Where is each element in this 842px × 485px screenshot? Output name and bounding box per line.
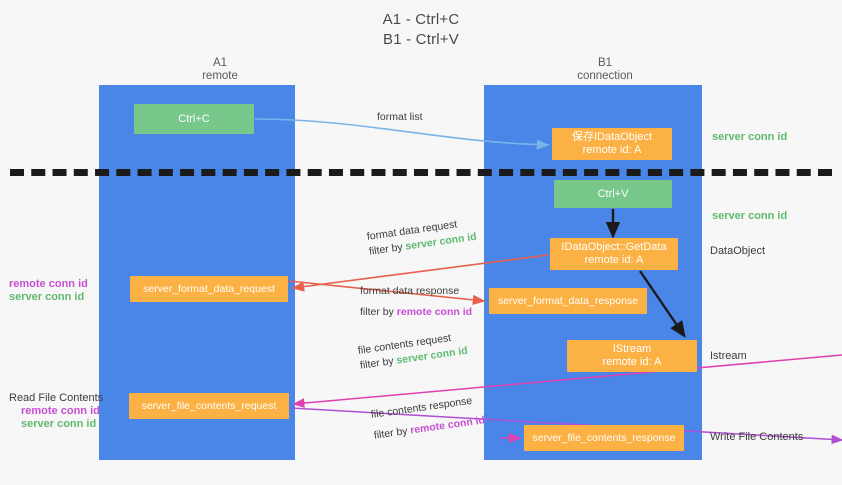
column-a1-name: A1 bbox=[212, 57, 228, 69]
label-format-data-response-title: format data response bbox=[360, 285, 460, 297]
note-left-server-conn-id: server conn id bbox=[9, 291, 85, 303]
column-b1-name: B1 bbox=[597, 57, 613, 69]
node-istream-label: IStream bbox=[612, 343, 652, 355]
label-format-data-request: format data request filter by server con… bbox=[366, 215, 478, 260]
label-file-contents-response: file contents response filter by remote … bbox=[370, 392, 486, 443]
note-right-write-file-contents: Write File Contents bbox=[710, 431, 804, 443]
label-format-list: format list bbox=[377, 111, 423, 123]
note-right-server-conn-id-top: server conn id bbox=[712, 131, 788, 143]
filter-prefix: filter by bbox=[359, 354, 398, 372]
label-file-contents-request: file contents request filter by server c… bbox=[357, 329, 469, 374]
column-header-b1: B1 connection bbox=[505, 57, 705, 83]
node-istream[interactable]: IStream remote id: A bbox=[567, 340, 697, 372]
note-left-remote-conn-id-lower: remote conn id bbox=[21, 405, 100, 417]
title-line-1: A1 - Ctrl+C bbox=[382, 11, 460, 28]
node-server-file-contents-response[interactable]: server_file_contents_response bbox=[524, 425, 684, 451]
node-server-file-contents-request[interactable]: server_file_contents_request bbox=[129, 393, 289, 419]
filter-prefix: filter by bbox=[368, 240, 407, 258]
column-a1-role: remote bbox=[202, 70, 238, 82]
node-idataobject-getdata-sublabel: remote id: A bbox=[584, 254, 644, 266]
note-left-conn-ids-upper: remote conn id server conn id bbox=[9, 278, 88, 304]
node-ctrl-c[interactable]: Ctrl+C bbox=[134, 104, 254, 134]
node-ctrl-v-label: Ctrl+V bbox=[597, 187, 629, 200]
column-b1-role: connection bbox=[577, 70, 633, 82]
note-right-istream: Istream bbox=[710, 350, 747, 362]
node-server-file-contents-request-label: server_file_contents_request bbox=[141, 399, 277, 412]
note-left-remote-conn-id: remote conn id bbox=[9, 278, 88, 290]
node-idataobject-getdata[interactable]: IDataObject::GetData remote id: A bbox=[550, 238, 678, 270]
label-format-data-response: format data response filter by remote co… bbox=[360, 284, 472, 320]
node-server-format-data-request-label: server_format_data_request bbox=[143, 282, 275, 295]
note-left-server-conn-id-lower: server conn id bbox=[21, 418, 97, 430]
node-server-format-data-response-label: server_format_data_response bbox=[497, 294, 639, 307]
column-header-a1: A1 remote bbox=[120, 57, 320, 83]
filter-prefix: filter by bbox=[373, 424, 412, 442]
title-line-2: B1 - Ctrl+V bbox=[383, 31, 459, 48]
node-ctrl-c-label: Ctrl+C bbox=[178, 112, 210, 125]
node-istream-sublabel: remote id: A bbox=[602, 356, 662, 368]
filter-prefix: filter by bbox=[360, 306, 397, 318]
node-idataobject-label: 保存IDataObject bbox=[571, 131, 653, 143]
filter-key-remote-conn-id: remote conn id bbox=[409, 414, 486, 437]
note-left-read-file-contents: Read File Contents bbox=[9, 392, 104, 404]
clipboard-boundary-divider bbox=[10, 169, 832, 176]
node-idataobject-getdata-label: IDataObject::GetData bbox=[561, 241, 667, 253]
node-idataobject[interactable]: 保存IDataObject remote id: A bbox=[552, 128, 672, 160]
note-right-server-conn-id-mid: server conn id bbox=[712, 210, 788, 222]
node-server-format-data-response[interactable]: server_format_data_response bbox=[489, 288, 647, 314]
node-server-file-contents-response-label: server_file_contents_response bbox=[532, 431, 676, 444]
node-server-format-data-request[interactable]: server_format_data_request bbox=[130, 276, 288, 302]
node-idataobject-sublabel: remote id: A bbox=[582, 144, 642, 156]
note-left-read-file-contents-group: Read File Contents remote conn id server… bbox=[9, 392, 103, 431]
diagram-title: A1 - Ctrl+C B1 - Ctrl+V bbox=[0, 10, 842, 50]
node-ctrl-v[interactable]: Ctrl+V bbox=[554, 180, 672, 208]
label-format-data-response-filter: filter by remote conn id bbox=[360, 305, 472, 320]
note-right-dataobject: DataObject bbox=[710, 245, 766, 257]
filter-key-remote-conn-id: remote conn id bbox=[396, 306, 473, 318]
